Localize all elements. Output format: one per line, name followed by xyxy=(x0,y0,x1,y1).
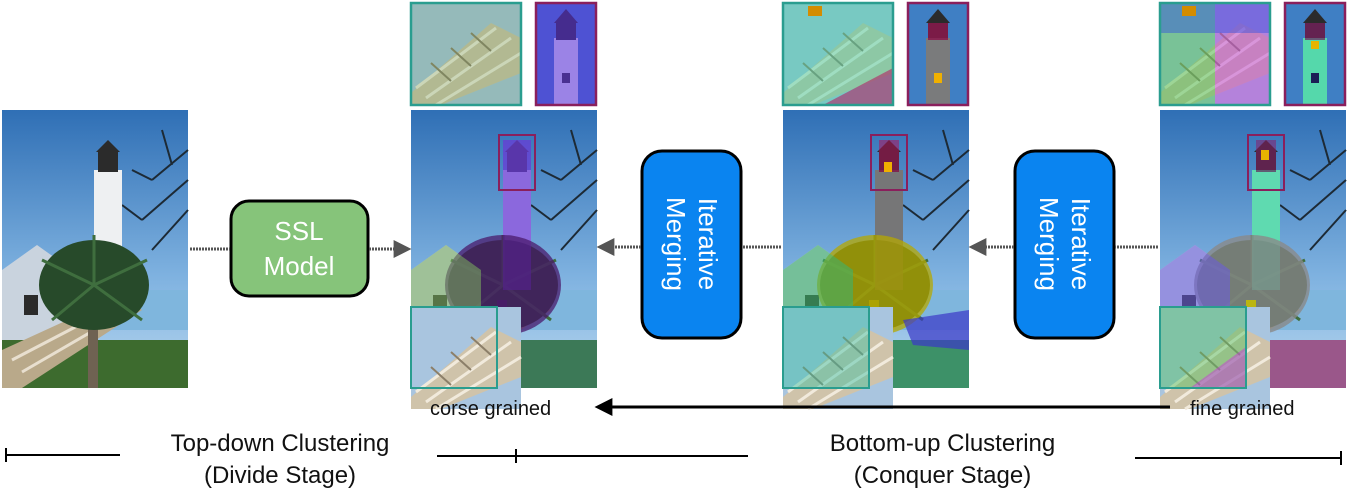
fine-grained-label: fine grained xyxy=(1190,398,1295,420)
merge-2-line1: Iterative xyxy=(1066,198,1096,291)
fine-segmentation-panel xyxy=(1158,1,1348,411)
top-down-stage-title: Top-down Clustering xyxy=(170,430,390,457)
bottom-up-stage-subtitle: (Conquer Stage) xyxy=(853,462,1032,489)
ssl-model-line1: SSL xyxy=(274,216,323,246)
ssl-model-block xyxy=(229,199,370,298)
merge-2-line2: Merging xyxy=(1034,197,1064,291)
ssl-model-line2: Model xyxy=(264,251,335,281)
bottom-up-stage-title: Bottom-up Clustering xyxy=(829,430,1056,457)
merge-1-line2: Merging xyxy=(661,197,691,291)
iterative-merging-block-1 xyxy=(640,149,743,340)
stage-bracket xyxy=(5,448,1342,465)
top-down-stage-subtitle: (Divide Stage) xyxy=(203,462,357,489)
mid-segmentation-panel xyxy=(781,1,971,411)
coarse-segmentation-panel xyxy=(409,1,599,411)
input-photo xyxy=(0,108,190,390)
merge-1-line1: Iterative xyxy=(693,198,723,291)
iterative-merging-block-2 xyxy=(1013,149,1116,340)
coarse-grained-label: corse grained xyxy=(430,398,552,420)
